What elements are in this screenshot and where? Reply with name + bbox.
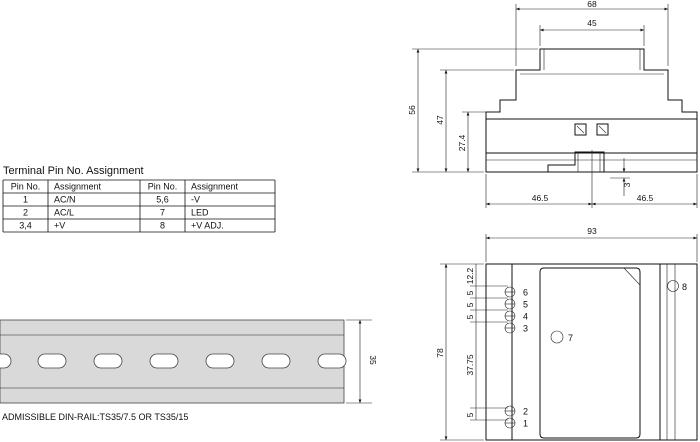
- rail-slot: [149, 353, 179, 369]
- rail-slot: [93, 353, 123, 369]
- terminal-label: 6: [523, 288, 528, 298]
- pin-table-title: Terminal Pin No. Assignment: [3, 165, 144, 177]
- terminal-label: 3: [523, 324, 528, 334]
- dim-half-left: 46.5: [532, 193, 549, 203]
- rail-slot: [261, 353, 291, 369]
- front-cover: [539, 267, 641, 439]
- front-terminals: 6 5 4 3 2 1: [504, 286, 528, 429]
- dim-pitch-bottom: 5: [465, 412, 475, 417]
- dim-height-step: 47: [435, 115, 445, 125]
- rail-slot: [205, 353, 235, 369]
- dim-rail-height: 35: [368, 355, 378, 365]
- table-cell: 1: [23, 195, 28, 205]
- rail-slot: [37, 353, 67, 369]
- table-cell: +V ADJ.: [191, 221, 224, 231]
- dim-half-right: 46.5: [637, 193, 654, 203]
- dim-height-inner: 27.4: [457, 134, 467, 151]
- led-circle: [550, 330, 564, 344]
- terminal-label: 5: [523, 300, 528, 310]
- rail-clip-inner: [577, 152, 601, 172]
- side-terminal-right-hatch: [598, 125, 607, 134]
- dim-width-total: 68: [587, 0, 597, 9]
- table-cell: 5,6: [156, 195, 169, 205]
- pin-assignment-table: Terminal Pin No. Assignment Pin No. Assig…: [2, 165, 276, 233]
- table-cell: 8: [160, 221, 165, 231]
- table-header: Assignment: [191, 182, 239, 192]
- dim-pitch-mid: 37.75: [465, 354, 475, 376]
- side-view-inner-top: [520, 49, 664, 75]
- front-cover-notch: [623, 267, 641, 286]
- rail-clip: [547, 151, 605, 172]
- pin-table-grid: Pin No. Assignment Pin No. Assignment 1 AC/N 5…: [2, 179, 276, 233]
- front-outline: [485, 263, 698, 441]
- dim-pitch-top: 12.2: [465, 267, 475, 284]
- table-cell: 2: [23, 208, 28, 218]
- terminal-label: 1: [523, 419, 528, 429]
- table-cell: 3,4: [19, 221, 32, 231]
- dim-pitch-c: 5: [465, 314, 475, 319]
- rail-slots: [0, 353, 347, 369]
- dim-front-width: 93: [587, 226, 597, 236]
- table-header: Pin No.: [148, 182, 178, 192]
- dim-pitch-b: 5: [465, 302, 475, 307]
- table-cell: 7: [160, 208, 165, 218]
- dim-height-total: 56: [407, 105, 417, 115]
- table-header: Assignment: [54, 182, 102, 192]
- dim-rail-offset: 3: [622, 182, 632, 187]
- side-view-outline: [485, 48, 698, 154]
- rail-slot-partial: [0, 353, 12, 369]
- side-view-base: [485, 153, 698, 173]
- table-header: Pin No.: [11, 182, 41, 192]
- din-rail: 35 ADMISSIBLE DIN-RAIL:TS35/7.5 OR TS35/…: [0, 319, 378, 422]
- table-cell: LED: [191, 208, 209, 218]
- rail-slot: [317, 353, 347, 369]
- table-cell: AC/L: [54, 208, 74, 218]
- side-terminal-left-hatch: [576, 125, 585, 134]
- dim-front-height: 78: [435, 348, 445, 358]
- dim-pitch-a: 5: [465, 290, 475, 295]
- side-terminal-left: [574, 123, 587, 136]
- side-view: 68 45 56 47 27.4 3 46.5 46.5: [407, 0, 698, 208]
- terminal-label: 2: [523, 407, 528, 417]
- din-rail-note: ADMISSIBLE DIN-RAIL:TS35/7.5 OR TS35/15: [2, 412, 188, 422]
- terminal-label: 4: [523, 312, 528, 322]
- side-terminal-right: [596, 123, 609, 136]
- front-view: 93 7 8 6 5 4 3 2 1 78 12.2 5 5 5 37.75 5: [435, 226, 698, 441]
- adj-pot-circle: [667, 280, 679, 292]
- dim-width-top: 45: [587, 18, 597, 28]
- table-cell: +V: [54, 221, 65, 231]
- table-cell: AC/N: [54, 195, 76, 205]
- adj-label: 8: [682, 282, 687, 292]
- led-label: 7: [568, 333, 573, 343]
- table-cell: -V: [191, 195, 200, 205]
